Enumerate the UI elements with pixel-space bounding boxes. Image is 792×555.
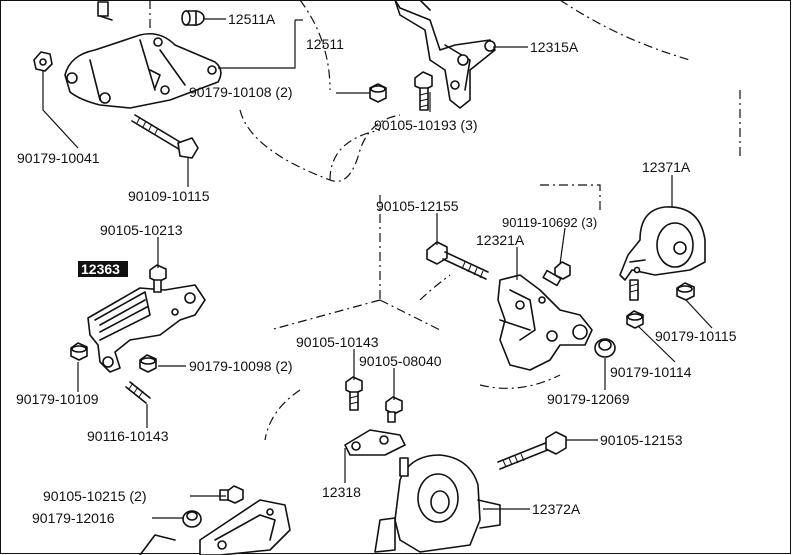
bolt-90105-12153 [497,431,567,470]
bracket-12315A [394,0,496,109]
bolt-90105-10193 [414,71,433,111]
bracket-12321A [497,274,593,371]
mount-12363 [87,284,206,373]
part-labels: 12511A 12511 90179-10108 (2) 12315A 9010… [16,11,737,526]
label-90179-12069: 90179-12069 [547,391,630,407]
nut-90179-12069 [594,338,616,358]
nut-90179-10109 [70,342,88,361]
label-12371A: 12371A [642,159,691,175]
bolt-90109-10115 [131,114,199,159]
label-12363: 12363 [81,261,120,277]
label-90179-10041: 90179-10041 [17,150,100,166]
label-90179-10108: 90179-10108 (2) [189,84,293,100]
label-90179-12016: 90179-12016 [32,510,115,526]
bracket-bottom-left [139,499,291,555]
assembly-reference-lines [149,0,741,441]
label-12363-highlight [78,261,128,277]
nut-90179-10114 [626,310,644,329]
bolt-90105-08040 [385,396,403,423]
bushing-12511A [181,10,205,26]
bolt-90105-10143 [345,376,363,411]
label-12511: 12511 [306,36,344,52]
label-90179-10114: 90179-10114 [610,364,692,380]
bolt-90105-10215 [219,485,244,504]
label-12372A: 12372A [532,501,581,517]
nut-90179-10041 [33,51,53,72]
label-90105-12155: 90105-12155 [376,198,459,214]
label-90179-10109: 90179-10109 [16,391,99,407]
label-12321A: 12321A [476,232,525,248]
stud-under-12371A [629,279,639,301]
label-90105-10143: 90105-10143 [296,334,379,350]
plate-12318 [344,429,406,456]
label-90105-10193: 90105-10193 (3) [374,117,478,133]
mount-12372A [374,454,501,553]
nut-90179-10098 [139,354,157,373]
mount-12371A [619,206,706,281]
bolt-top-left [97,1,113,21]
nut-90179-10115 [676,282,695,301]
nut-90179-10108 [369,83,387,103]
label-90105-10213: 90105-10213 [100,222,183,238]
bolt-90119-10692 [542,261,571,287]
bracket-12511 [64,32,222,109]
label-90109-10115: 90109-10115 [128,188,210,204]
label-12315A: 12315A [530,39,579,55]
label-90179-10115: 90179-10115 [655,328,737,344]
label-90179-10098: 90179-10098 (2) [189,358,293,374]
label-90116-10143: 90116-10143 [87,428,169,444]
nut-90179-12016 [182,510,202,528]
stud-90116-10143 [125,381,151,404]
label-90105-08040: 90105-08040 [359,353,442,369]
label-90119-10692: 90119-10692 (3) [502,215,597,230]
leader-lines [42,18,713,519]
label-12511A: 12511A [228,11,276,27]
label-12318: 12318 [322,484,361,500]
bolt-90105-10213 [149,264,167,293]
label-90105-10215: 90105-10215 (2) [43,488,147,504]
label-90105-12153: 90105-12153 [600,432,683,448]
